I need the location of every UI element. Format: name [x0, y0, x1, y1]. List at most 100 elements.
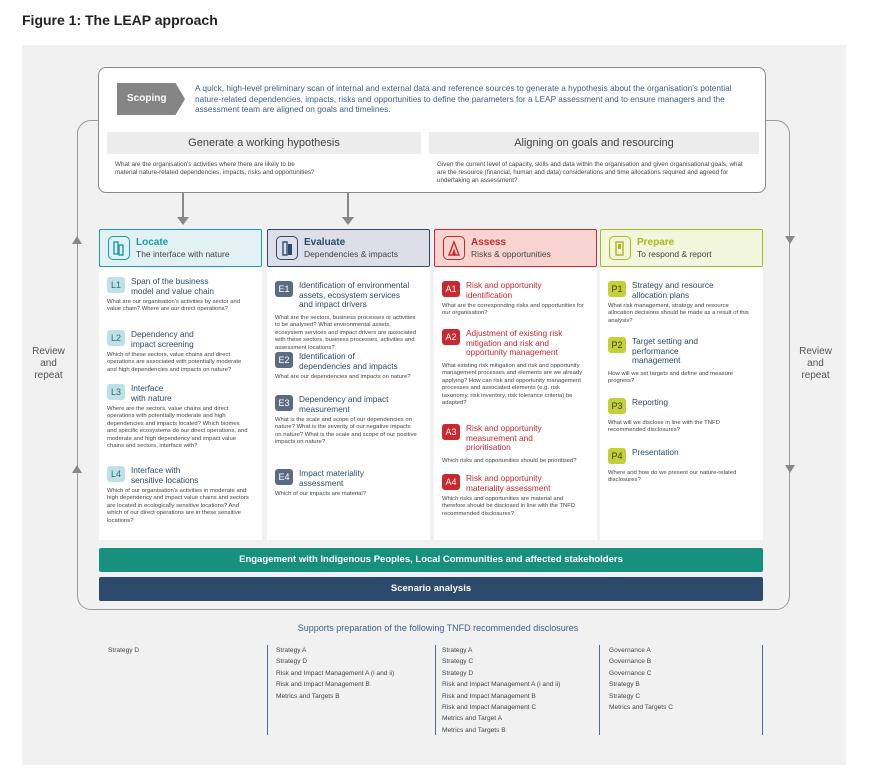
- step-question: What existing risk mitigation and risk a…: [442, 363, 583, 407]
- step-question: Which risks and opportunities are materi…: [442, 496, 576, 517]
- evaluate-icon: [276, 236, 298, 260]
- disclosure-item: Governance C: [609, 669, 652, 677]
- disclosure-item: Risk and Impact Management C: [442, 704, 537, 712]
- phase-subtitle: Dependencies & impacts: [304, 249, 399, 259]
- column-divider: [267, 645, 268, 735]
- step-title: Identification of environmental assets, …: [299, 280, 410, 309]
- step-title: Target setting and performance managemen…: [632, 336, 698, 365]
- step-question: Where are the sectors, value chains and …: [107, 406, 248, 450]
- phase-title: Evaluate: [304, 237, 346, 248]
- phase-column-locate: [99, 266, 262, 540]
- step-badge: P1: [608, 281, 626, 297]
- review-label-right: Review and repeat: [799, 346, 832, 381]
- step-badge: L3: [107, 384, 125, 400]
- step-title: Risk and opportunity materiality assessm…: [466, 473, 551, 493]
- scoping-arrow-locate: [177, 193, 189, 227]
- loop-arrow-up-left-lower: [72, 465, 82, 473]
- loop-arrow-up-left: [72, 236, 82, 244]
- phase-column-evaluate: [267, 266, 430, 540]
- step-title: Span of the business model and value cha…: [131, 276, 215, 296]
- step-badge: A2: [442, 329, 460, 345]
- loop-arrow-down-right: [785, 236, 795, 244]
- step-title: Dependency and impact screening: [131, 329, 194, 349]
- disclosure-item: Governance B: [609, 658, 652, 666]
- phase-title: Locate: [136, 237, 169, 248]
- step-title: Risk and opportunity identification: [466, 280, 542, 300]
- phase-title: Assess: [471, 237, 507, 248]
- phase-subtitle: The interface with nature: [136, 249, 230, 259]
- disclosure-item: Risk and Impact Management A (i and ii): [442, 681, 561, 689]
- disclosure-item: Risk and Impact Management B: [276, 681, 370, 689]
- step-question: What are our dependencies and impacts on…: [275, 374, 411, 380]
- step-question: What risk management, strategy and resou…: [608, 303, 749, 324]
- disclosure-item: Strategy C: [442, 658, 474, 666]
- disclosure-item: Strategy D: [442, 669, 474, 677]
- step-question: Which of these sectors, value chains and…: [107, 352, 242, 373]
- disclosure-column: Governance A Governance B Governance C Stra…: [609, 645, 763, 735]
- step-badge: E3: [275, 395, 293, 411]
- disclosure-item: Strategy D: [108, 647, 140, 654]
- goals-question: Given the current level of capacity, ski…: [437, 161, 743, 184]
- disclosure-column: Strategy A Strategy D Risk and Impact Mana…: [276, 645, 436, 735]
- engagement-bar: Engagement with Indigenous Peoples, Loca…: [99, 548, 763, 572]
- figure-title: Figure 1: The LEAP approach: [22, 12, 218, 28]
- step-title: Reporting: [632, 397, 668, 407]
- step-title: Adjustment of existing risk mitigation a…: [466, 328, 563, 357]
- scoping-description: A quick, high-level preliminary scan of …: [195, 83, 732, 114]
- disclosure-item: Governance A: [609, 647, 651, 654]
- step-question: What will we disclose in line with the T…: [608, 420, 720, 434]
- disclosure-item: Risk and Impact Management A (i and ii): [276, 669, 395, 677]
- scoping-arrow-evaluate: [342, 193, 354, 227]
- step-title: Dependency and impact measurement: [299, 394, 389, 414]
- disclosure-item: Metrics and Target A: [442, 715, 502, 723]
- disclosure-column: Strategy D: [108, 645, 268, 735]
- hypothesis-question: What are the organisation's activities w…: [115, 161, 315, 176]
- disclosure-item: Strategy A: [276, 647, 307, 654]
- disclosure-item: Metrics and Targets B: [276, 692, 340, 700]
- step-question: Which risks and opportunities should be …: [442, 458, 577, 464]
- step-title: Strategy and resource allocation plans: [632, 280, 714, 300]
- phase-column-assess: [434, 266, 597, 540]
- step-title: Interface with sensitive locations: [131, 465, 199, 485]
- column-divider: [599, 645, 600, 735]
- step-badge: E2: [275, 352, 293, 368]
- step-badge: A1: [442, 281, 460, 297]
- phase-subtitle: To respond & report: [637, 249, 712, 259]
- step-badge: L1: [107, 277, 125, 293]
- step-badge: P4: [608, 448, 626, 464]
- step-badge: L4: [107, 466, 125, 482]
- step-badge: A3: [442, 424, 460, 440]
- step-question: What are the corresponding risks and opp…: [442, 303, 584, 317]
- step-badge: E4: [275, 469, 293, 485]
- disclosure-item: Strategy C: [609, 692, 641, 700]
- step-title: Impact materiality assessment: [299, 468, 365, 488]
- step-badge: L2: [107, 330, 125, 346]
- disclosure-column: Strategy A Strategy C Strategy D Risk and I…: [442, 645, 600, 735]
- step-badge: P2: [608, 337, 626, 353]
- disclosure-item: Metrics and Targets B: [442, 726, 506, 734]
- step-badge: A4: [442, 474, 460, 490]
- disclosure-item: Strategy B: [609, 681, 640, 689]
- phase-subtitle: Risks & opportunities: [471, 249, 551, 259]
- locate-icon: [108, 236, 130, 260]
- prepare-icon: [609, 236, 631, 260]
- step-question: Which of our organisation's activities i…: [107, 488, 249, 524]
- step-question: What is the scale and scope of our depen…: [275, 417, 417, 446]
- disclosure-item: Strategy A: [442, 647, 473, 654]
- phase-column-prepare: [600, 266, 763, 540]
- step-question: Where and how do we present our nature-r…: [608, 470, 737, 484]
- column-divider: [762, 645, 763, 735]
- assess-icon: [443, 236, 465, 260]
- review-label-left: Review and repeat: [32, 346, 65, 381]
- hypothesis-heading: Generate a working hypothesis: [107, 132, 421, 154]
- step-badge: P3: [608, 398, 626, 414]
- goals-heading: Aligning on goals and resourcing: [429, 132, 759, 154]
- disclosure-item: Strategy D: [276, 658, 308, 666]
- scenario-bar: Scenario analysis: [99, 577, 763, 601]
- step-question: What are our organisation's activities b…: [107, 299, 241, 313]
- loop-arrow-down-right-lower: [785, 465, 795, 473]
